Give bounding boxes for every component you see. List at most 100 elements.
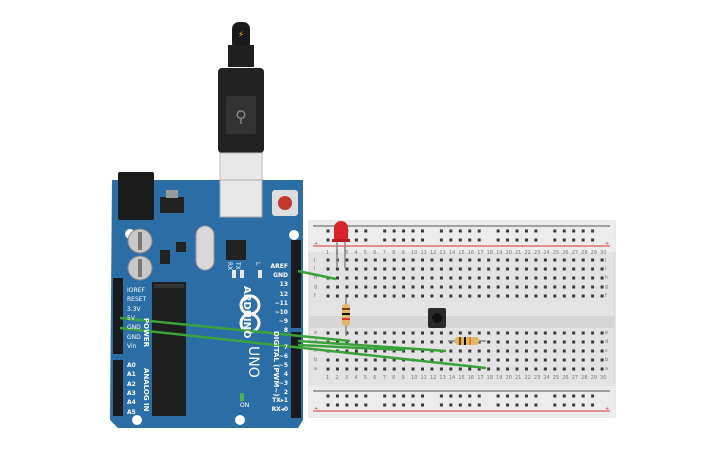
breadboard-hole[interactable]	[524, 285, 528, 289]
breadboard-hole[interactable]	[553, 340, 557, 344]
breadboard-hole[interactable]	[421, 340, 424, 344]
breadboard-hole[interactable]	[449, 403, 453, 407]
breadboard-hole[interactable]	[345, 340, 349, 344]
breadboard-hole[interactable]	[458, 258, 462, 262]
breadboard-hole[interactable]	[572, 403, 576, 407]
breadboard-hole[interactable]	[543, 267, 547, 271]
breadboard-hole[interactable]	[506, 340, 510, 344]
breadboard-hole[interactable]	[591, 340, 595, 344]
breadboard-hole[interactable]	[411, 349, 415, 353]
breadboard-hole[interactable]	[487, 367, 491, 371]
resistor-2[interactable]	[448, 337, 486, 345]
breadboard-hole[interactable]	[383, 394, 387, 398]
breadboard-hole[interactable]	[392, 238, 396, 242]
breadboard-hole[interactable]	[421, 229, 424, 233]
breadboard-hole[interactable]	[553, 349, 557, 353]
breadboard-hole[interactable]	[421, 331, 424, 335]
breadboard-hole[interactable]	[600, 267, 604, 271]
breadboard-hole[interactable]	[335, 276, 339, 280]
breadboard-hole[interactable]	[449, 349, 453, 353]
breadboard-hole[interactable]	[543, 367, 547, 371]
breadboard-hole[interactable]	[506, 358, 510, 362]
breadboard-hole[interactable]	[534, 358, 538, 362]
breadboard-hole[interactable]	[458, 276, 462, 280]
breadboard-hole[interactable]	[496, 238, 500, 242]
breadboard-hole[interactable]	[402, 238, 406, 242]
breadboard-hole[interactable]	[364, 331, 368, 335]
breadboard-hole[interactable]	[506, 267, 510, 271]
breadboard-hole[interactable]	[600, 340, 604, 344]
breadboard-hole[interactable]	[373, 294, 377, 298]
breadboard-hole[interactable]	[364, 367, 368, 371]
breadboard-hole[interactable]	[364, 238, 368, 242]
breadboard-hole[interactable]	[345, 358, 349, 362]
breadboard-hole[interactable]	[477, 349, 481, 353]
breadboard-hole[interactable]	[572, 258, 576, 262]
breadboard-hole[interactable]	[326, 229, 330, 233]
breadboard-hole[interactable]	[543, 340, 547, 344]
breadboard-hole[interactable]	[515, 394, 519, 398]
breadboard-hole[interactable]	[392, 358, 396, 362]
breadboard-hole[interactable]	[562, 403, 566, 407]
breadboard-hole[interactable]	[524, 349, 528, 353]
breadboard-hole[interactable]	[439, 340, 443, 344]
breadboard-hole[interactable]	[373, 340, 377, 344]
breadboard-hole[interactable]	[354, 238, 358, 242]
breadboard-hole[interactable]	[335, 394, 339, 398]
breadboard-hole[interactable]	[402, 331, 406, 335]
breadboard-hole[interactable]	[402, 403, 406, 407]
breadboard-hole[interactable]	[383, 285, 387, 289]
breadboard-hole[interactable]	[354, 294, 358, 298]
breadboard-hole[interactable]	[553, 294, 557, 298]
breadboard-hole[interactable]	[392, 367, 396, 371]
breadboard-hole[interactable]	[581, 394, 585, 398]
breadboard-hole[interactable]	[591, 349, 595, 353]
breadboard-hole[interactable]	[449, 267, 453, 271]
breadboard-hole[interactable]	[553, 367, 557, 371]
breadboard-hole[interactable]	[524, 229, 528, 233]
breadboard-hole[interactable]	[534, 394, 538, 398]
breadboard-hole[interactable]	[524, 331, 528, 335]
breadboard-hole[interactable]	[383, 238, 387, 242]
breadboard-hole[interactable]	[496, 358, 500, 362]
breadboard-hole[interactable]	[421, 285, 424, 289]
breadboard-hole[interactable]	[449, 285, 453, 289]
breadboard-hole[interactable]	[449, 331, 453, 335]
breadboard-hole[interactable]	[581, 229, 585, 233]
breadboard-hole[interactable]	[562, 276, 566, 280]
breadboard-hole[interactable]	[354, 340, 358, 344]
breadboard-hole[interactable]	[402, 340, 406, 344]
breadboard-hole[interactable]	[468, 403, 472, 407]
breadboard-hole[interactable]	[553, 267, 557, 271]
breadboard-hole[interactable]	[345, 349, 349, 353]
breadboard-hole[interactable]	[553, 358, 557, 362]
breadboard-hole[interactable]	[383, 331, 387, 335]
breadboard-hole[interactable]	[383, 403, 387, 407]
breadboard-hole[interactable]	[335, 367, 339, 371]
breadboard-hole[interactable]	[524, 367, 528, 371]
breadboard-hole[interactable]	[600, 294, 604, 298]
breadboard-hole[interactable]	[487, 267, 491, 271]
breadboard-hole[interactable]	[562, 349, 566, 353]
breadboard-hole[interactable]	[354, 403, 358, 407]
breadboard-hole[interactable]	[421, 403, 424, 407]
breadboard-hole[interactable]	[515, 238, 519, 242]
breadboard-hole[interactable]	[477, 340, 481, 344]
breadboard-hole[interactable]	[572, 331, 576, 335]
breadboard-hole[interactable]	[326, 403, 330, 407]
breadboard-hole[interactable]	[402, 258, 406, 262]
breadboard-hole[interactable]	[591, 258, 595, 262]
breadboard-hole[interactable]	[335, 285, 339, 289]
breadboard-hole[interactable]	[439, 403, 443, 407]
breadboard-hole[interactable]	[572, 349, 576, 353]
breadboard-hole[interactable]	[534, 294, 538, 298]
breadboard-hole[interactable]	[572, 285, 576, 289]
breadboard-hole[interactable]	[524, 267, 528, 271]
breadboard-hole[interactable]	[581, 267, 585, 271]
breadboard-hole[interactable]	[458, 285, 462, 289]
breadboard-hole[interactable]	[562, 267, 566, 271]
red-led[interactable]	[332, 221, 350, 268]
breadboard-hole[interactable]	[383, 276, 387, 280]
breadboard-hole[interactable]	[562, 285, 566, 289]
breadboard-hole[interactable]	[439, 294, 443, 298]
